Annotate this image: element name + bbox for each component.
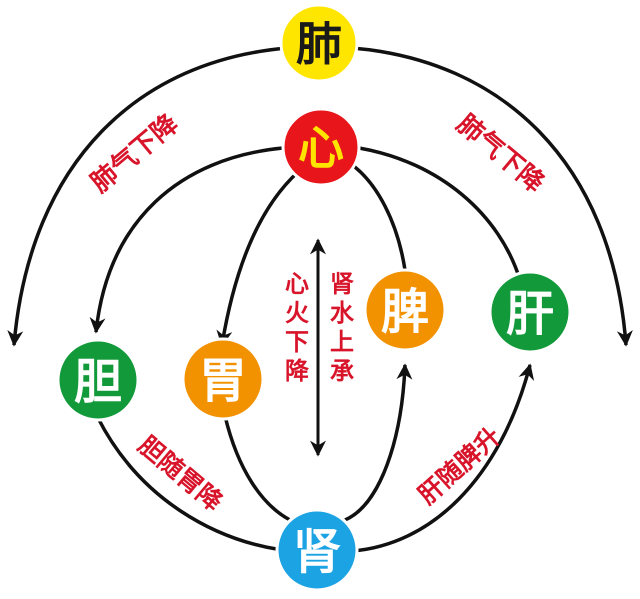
stomach-to-kidney-arc bbox=[223, 415, 291, 522]
heart-to-spleen-arc bbox=[344, 158, 407, 271]
heart-fire-char-1: 心 bbox=[285, 270, 309, 298]
kidney-water-char-4: 承 bbox=[330, 357, 354, 385]
gallbladder-circle bbox=[56, 338, 140, 422]
heart-fire-char-2: 火 bbox=[285, 299, 309, 327]
liver-circle bbox=[488, 270, 572, 354]
kidney-water-char-2: 水 bbox=[330, 299, 355, 327]
label-kidney-water: 肾 水 上 承 bbox=[330, 270, 355, 385]
kidney-to-spleen-arc bbox=[344, 363, 413, 522]
lung-circle bbox=[279, 3, 359, 83]
label-lung-qi-right: 肺气下降 bbox=[451, 108, 551, 199]
heart-fire-char-4: 降 bbox=[285, 357, 310, 385]
gallbladder-to-kidney-arc bbox=[96, 417, 283, 552]
heart-label: 心 bbox=[298, 121, 344, 175]
liver-label: 肝 bbox=[506, 286, 554, 342]
spleen-label: 脾 bbox=[381, 284, 429, 340]
spleen-circle bbox=[363, 268, 447, 352]
lung-left-arc bbox=[7, 46, 289, 347]
organ-lung: 肺 bbox=[279, 3, 359, 83]
label-gallbladder-stomach: 胆随胃降 bbox=[133, 430, 229, 517]
organ-kidney: 肾 bbox=[275, 508, 359, 592]
heart-to-stomach-arc bbox=[216, 170, 300, 347]
kidney-to-liver-arc bbox=[351, 363, 535, 553]
stomach-label: 胃 bbox=[199, 353, 247, 409]
organ-liver: 肝 bbox=[488, 270, 572, 354]
gallbladder-label: 胆 bbox=[74, 354, 122, 410]
kidney-circle bbox=[275, 508, 359, 592]
organ-stomach: 胃 bbox=[181, 337, 265, 421]
organ-spleen: 脾 bbox=[363, 268, 447, 352]
stomach-circle bbox=[181, 337, 265, 421]
heart-circle bbox=[281, 107, 361, 187]
lung-label: 肺 bbox=[296, 17, 342, 71]
heart-fire-char-3: 下 bbox=[285, 328, 309, 356]
kidney-water-char-1: 肾 bbox=[330, 270, 354, 298]
heart-to-liver-arc bbox=[358, 146, 522, 281]
organ-heart: 心 bbox=[281, 107, 361, 187]
kidney-water-char-3: 上 bbox=[330, 328, 354, 356]
lung-right-arc bbox=[351, 46, 633, 347]
heart-to-gallbladder-arc bbox=[89, 146, 284, 334]
organ-gallbladder: 胆 bbox=[56, 338, 140, 422]
kidney-label: 肾 bbox=[293, 524, 341, 580]
label-lung-qi-left: 肺气下降 bbox=[85, 108, 185, 199]
label-heart-fire: 心 火 下 降 bbox=[285, 270, 310, 385]
